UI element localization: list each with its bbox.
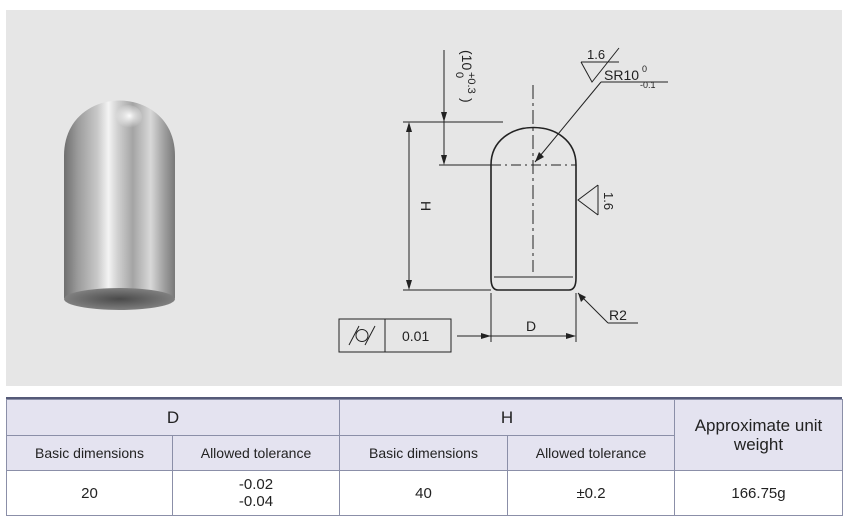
h-label: H [418,201,434,211]
technical-drawing: H (10 +0.3 0 ) 1.6 SR10 0 -0.1 1.6 D R2 … [64,47,668,353]
subheader-h-basic: Basic dimensions [339,435,508,471]
weight-cell: 166.75g [674,470,843,516]
svg-text:+0.3: +0.3 [465,72,477,94]
h-basic-cell: 40 [339,470,508,516]
svg-text:(10: (10 [459,50,475,70]
drawing-area: H (10 +0.3 0 ) 1.6 SR10 0 -0.1 1.6 D R2 … [6,10,842,386]
roughness-symbol-side [577,184,599,216]
sr-leader-line [534,81,602,163]
group-header-d: D [6,399,340,436]
group-header-h: H [339,399,675,436]
sphere-radius-label: SR10 [604,67,639,83]
sphere-radius-tol-upper: 0 [642,64,647,74]
sphere-radius-tol-lower: -0.1 [640,80,656,90]
roughness-value-side: 1.6 [601,192,616,210]
spec-table: D H Approximate unit weight Basic dimens… [6,399,843,516]
button-3d-render [64,100,175,310]
line-drawing [338,47,668,353]
d-tolerance-cell: -0.02 -0.04 [172,470,340,516]
weight-header: Approximate unit weight [674,399,843,471]
roughness-value-top: 1.6 [587,47,605,62]
part-outline [490,126,577,291]
table-top-rule [6,397,842,399]
subheader-d-tolerance: Allowed tolerance [172,435,340,471]
dome-height-label: (10 +0.3 0 ) [453,50,477,103]
roughness-symbol-top [580,47,620,83]
cylindricity-value: 0.01 [402,328,429,344]
subheader-d-basic: Basic dimensions [6,435,173,471]
svg-text:): ) [459,98,475,103]
d-basic-cell: 20 [6,470,173,516]
h-tolerance-cell: ±0.2 [507,470,675,516]
cylindricity-frame [338,318,452,353]
table-row: 20 -0.02 -0.04 40 ±0.2 166.75g [6,470,843,516]
svg-text:0: 0 [453,72,465,78]
fillet-radius-label: R2 [609,307,627,323]
dimension-arrows [406,112,586,339]
subheader-h-tolerance: Allowed tolerance [507,435,675,471]
d-label: D [526,318,536,334]
